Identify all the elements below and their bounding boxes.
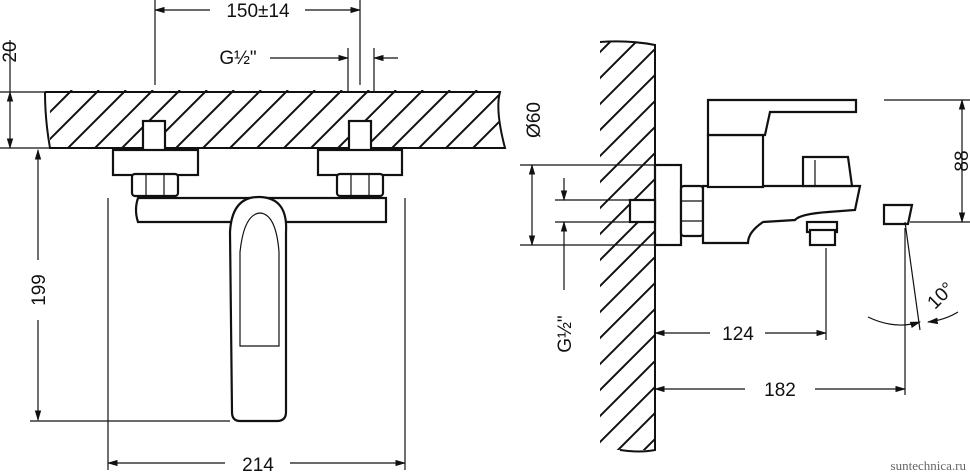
dim-thread-side: G½" — [555, 315, 576, 352]
dim-spout-total: 182 — [764, 380, 796, 401]
wall-section-front — [0, 90, 507, 150]
cartridge-column — [706, 133, 765, 189]
switch-top — [801, 155, 854, 188]
hatch-line — [255, 90, 316, 148]
hatch-line — [93, 90, 154, 148]
watermark: suntechnica.ru — [891, 458, 967, 473]
hatch-line — [309, 90, 370, 148]
hatch-line — [50, 90, 73, 114]
flange-left — [111, 148, 200, 177]
dim-flange-diameter: Ø60 — [524, 102, 545, 138]
side-nut — [679, 184, 705, 238]
eccentric-left — [141, 119, 167, 155]
hatch-line — [282, 90, 343, 148]
lever-handle-side — [706, 98, 858, 137]
flange-right — [316, 148, 404, 177]
hatch-line — [471, 119, 500, 148]
hatch-line — [600, 42, 655, 450]
hatch-line — [363, 90, 424, 148]
hatch-line — [174, 90, 235, 148]
wall-section-side — [599, 40, 656, 453]
nut-right — [335, 172, 385, 198]
hatch-line — [600, 42, 655, 450]
hatch-line — [444, 92, 500, 148]
hatch-line — [390, 90, 451, 148]
hatch-line — [600, 42, 655, 450]
side-flange — [653, 163, 683, 247]
dim-ceiling-depth: 20 — [0, 41, 21, 62]
hatch-line — [50, 90, 100, 141]
dim-spout-inner: 124 — [722, 324, 754, 345]
hatch-line — [0, 90, 45, 150]
hatch-line — [600, 42, 639, 450]
dim-height-front: 199 — [29, 274, 50, 306]
dim-thread-top: G½" — [219, 48, 256, 69]
hatch-line — [201, 90, 262, 148]
spout-tip — [882, 203, 914, 226]
lever-handle-front — [228, 195, 288, 423]
mixer-body-side — [701, 184, 862, 245]
nut-left — [130, 172, 180, 198]
hatch-line — [600, 42, 655, 450]
dim-width-front: 214 — [242, 455, 274, 475]
side-eccentric — [628, 198, 657, 224]
hatch-line — [66, 90, 127, 148]
dim-center-distance: 150±14 — [226, 1, 290, 22]
front-view: 150±14 G½" 20 199 214 — [0, 0, 507, 475]
hatch-line — [228, 90, 289, 148]
hatch-line — [600, 42, 655, 450]
eccentric-right — [347, 119, 373, 155]
diverter-knob — [805, 220, 839, 247]
hatch-line — [600, 42, 655, 450]
hatch-line — [600, 42, 655, 450]
hatch-line — [600, 42, 655, 450]
dim-spout-angle: 10° — [924, 279, 959, 314]
dim-height-side: 88 — [952, 150, 970, 171]
hatch-line — [417, 90, 478, 148]
